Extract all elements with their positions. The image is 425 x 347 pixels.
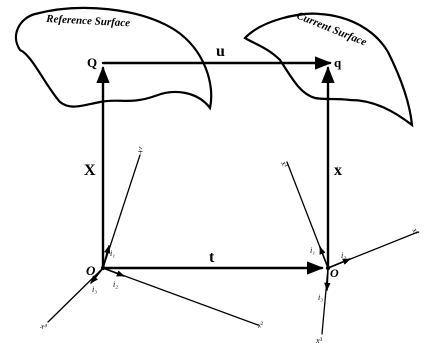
right-i2-arrow	[327, 258, 351, 269]
x-label: x	[334, 162, 342, 179]
reference-surface-label: Reference Surface	[45, 13, 131, 29]
origin-right-label: O	[330, 266, 339, 280]
left-i2-arrow	[102, 267, 125, 277]
left-i1-arrow	[102, 245, 111, 269]
left-i1-label: i₁	[110, 249, 115, 258]
left-x2-axis	[102, 267, 259, 326]
right-i2-label: i₂	[341, 251, 346, 260]
t-label: t	[209, 249, 215, 266]
left-i3-label: i₃	[92, 285, 97, 294]
current-surface	[243, 12, 414, 128]
right-i1-label: i₁	[310, 246, 315, 255]
origin-left-label: O	[86, 263, 96, 278]
right-i3-label: i₃	[318, 293, 323, 302]
u-label: u	[216, 43, 225, 60]
right-i1-arrow	[319, 246, 329, 269]
left-x1-label: x¹	[134, 145, 146, 156]
point-q-label: q	[334, 55, 342, 70]
left-x3-label: x³	[39, 321, 49, 332]
left-x2-label: x²	[255, 320, 265, 331]
X-label: X	[84, 162, 96, 179]
right-x3-label: x³	[315, 336, 323, 345]
left-i2-label: i₂	[113, 280, 118, 289]
origin-left-dot	[100, 265, 106, 271]
left-i3-arrow	[90, 267, 104, 284]
right-i3-arrow	[324, 267, 331, 291]
left-x1-axis	[102, 154, 141, 269]
right-x1-label: x¹	[279, 159, 291, 170]
right-x2-label: x²	[410, 226, 422, 237]
point-Q-label: Q	[87, 55, 97, 70]
origin-right-dot	[325, 265, 331, 271]
reference-surface	[14, 6, 213, 111]
